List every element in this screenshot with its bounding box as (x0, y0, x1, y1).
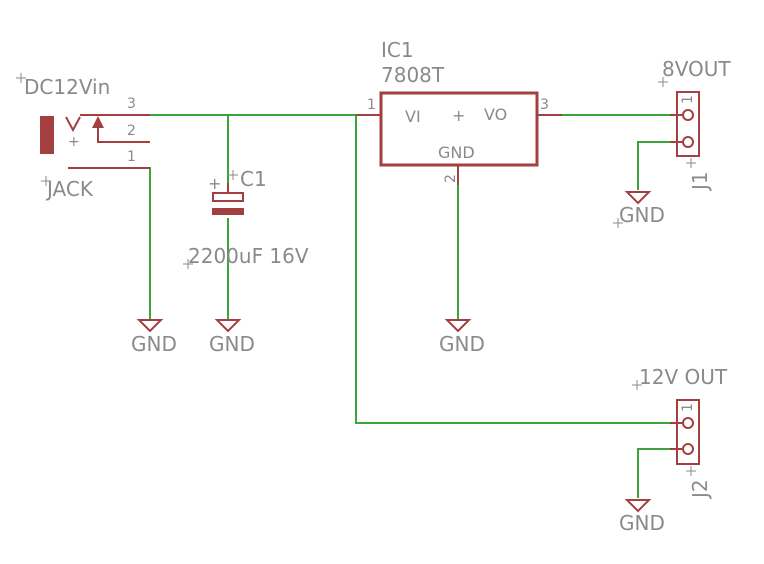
svg-text:GND: GND (619, 511, 665, 535)
regulator-pin-1: 1 (367, 97, 376, 113)
capacitor-polarity: + (208, 174, 221, 193)
regulator-pin-3: 3 (540, 97, 549, 113)
capacitor-plate-negative (212, 208, 244, 215)
j2-value-label: 12V OUT (639, 365, 728, 389)
j1-body (676, 91, 700, 157)
jack-name-label: JACK (45, 177, 94, 201)
svg-text:GND: GND (619, 203, 665, 227)
gnd-j2: GND (619, 499, 665, 535)
regulator-plus: + (452, 106, 465, 125)
capacitor-c1[interactable]: + C1 2200uF 16V (183, 167, 309, 269)
regulator-ic1[interactable]: VI + VO GND 1 3 2 IC1 7808T (356, 38, 562, 185)
gnd-capacitor: GND (209, 319, 255, 356)
wires (68, 114, 678, 498)
j2-body (676, 399, 700, 465)
regulator-vi-label: VI (405, 107, 421, 126)
j1-terminal-2 (682, 136, 694, 148)
j1-terminal-1 (682, 109, 694, 121)
regulator-gnd-label: GND (438, 143, 475, 162)
jack-origin-cross (16, 73, 51, 186)
regulator-value-label: 7808T (381, 63, 445, 87)
jack-polarity: + (68, 134, 80, 150)
j2-pin-1: 1 (680, 403, 696, 412)
gnd-j1: GND (613, 191, 665, 228)
svg-text:GND: GND (131, 332, 177, 356)
jack-body (40, 116, 54, 154)
j2-terminal-2 (682, 443, 694, 455)
j1-pin-1: 1 (680, 95, 696, 104)
jack-value-label: DC12Vin (24, 75, 110, 99)
jack-pin-3: 3 (127, 96, 136, 112)
capacitor-plate-positive (212, 192, 244, 202)
regulator-name-label: IC1 (381, 38, 414, 62)
capacitor-value-label: 2200uF 16V (188, 244, 309, 268)
jack-pin-1: 1 (127, 149, 136, 165)
wire-j1-gnd (637, 141, 678, 190)
dc-jack-symbol[interactable]: + 3 2 1 DC12Vin JACK (16, 73, 150, 201)
capacitor-origin-cross (183, 170, 238, 269)
j2-terminal-1 (682, 417, 694, 429)
gnd-regulator: GND (439, 319, 485, 356)
connector-j1[interactable]: 1 8VOUT J1 (658, 57, 731, 192)
gnd-jack: GND (131, 319, 177, 356)
j1-origin-cross (658, 77, 696, 168)
jack-pin2-lead (97, 128, 150, 143)
capacitor-name-label: C1 (240, 167, 267, 191)
svg-text:GND: GND (209, 332, 255, 356)
j1-value-label: 8VOUT (662, 57, 731, 81)
jack-arrow (92, 116, 104, 128)
jack-pin-2: 2 (127, 123, 136, 139)
wire-12v-branch (355, 115, 678, 424)
connector-j2[interactable]: 1 12V OUT J2 (632, 365, 728, 500)
regulator-vo-label: VO (484, 105, 507, 124)
wire-j2-gnd (637, 448, 678, 498)
jack-contact-v (65, 116, 81, 133)
j1-name-label: J1 (688, 171, 712, 192)
regulator-pin-2: 2 (443, 174, 459, 183)
svg-text:GND: GND (439, 332, 485, 356)
j2-name-label: J2 (688, 479, 712, 500)
j2-origin-cross (632, 380, 696, 476)
ground-symbols: GND GND GND GND GND (131, 191, 665, 535)
